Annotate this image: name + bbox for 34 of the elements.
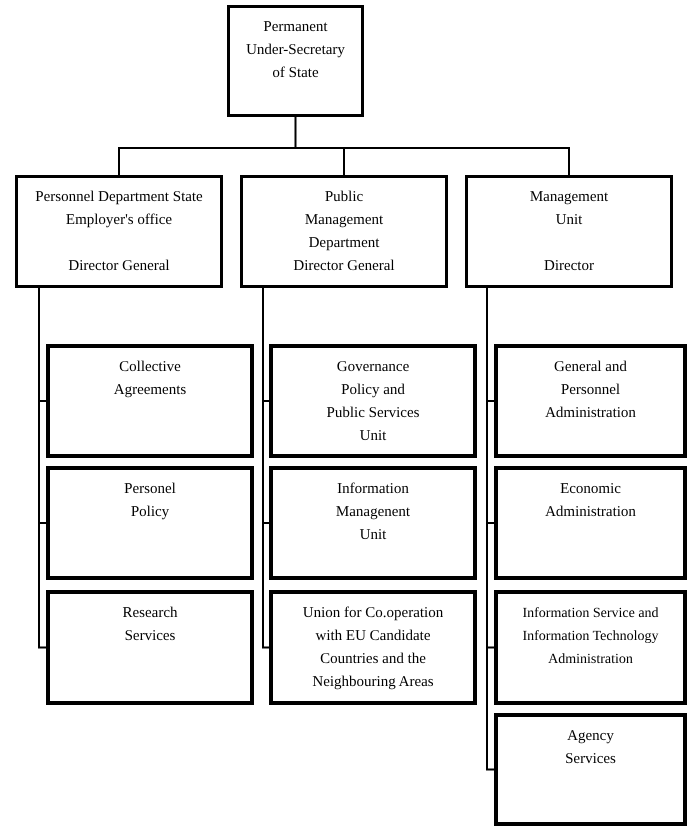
unit-name: Permanent Under-Secretary of State <box>245 18 346 83</box>
connector-line <box>262 288 269 648</box>
connector-line <box>38 288 46 648</box>
unit-box <box>46 466 254 580</box>
unit-name: Collective Agreements <box>112 358 188 400</box>
connector-line <box>294 117 570 175</box>
top-position-box <box>227 5 364 117</box>
unit-name: Personnel Department State Employer's office <box>34 188 204 230</box>
unit-name: Agency Services <box>564 727 617 769</box>
unit-name: Public Management Department <box>304 188 384 253</box>
unit-box <box>46 344 254 458</box>
unit-box <box>494 344 687 458</box>
unit-box <box>240 175 448 288</box>
unit-name: Governance Policy and Public Services Unit <box>326 358 420 446</box>
unit-box <box>494 466 687 580</box>
unit-name: Union for Co.operation with EU Candidate Countries and the Neighbouring Areas <box>302 604 444 692</box>
position-title: Director <box>543 257 595 276</box>
unit-box <box>269 466 477 580</box>
unit-box <box>46 590 254 705</box>
unit-box <box>269 344 477 458</box>
unit-name: Economic Administration <box>544 480 637 522</box>
unit-box <box>494 713 687 826</box>
unit-box <box>465 175 673 288</box>
unit-name: Research Services <box>122 604 178 646</box>
unit-box <box>269 590 477 705</box>
unit-name: Information Managenent Unit <box>334 480 412 545</box>
position-title: Director General <box>292 257 396 276</box>
unit-name: Management Unit <box>528 188 610 230</box>
unit-name: Personel Policy <box>123 480 177 522</box>
unit-box <box>494 590 687 705</box>
unit-box <box>15 175 223 288</box>
unit-name: Information Service and Information Technology Administration <box>521 605 660 669</box>
unit-name: General and Personnel Administration <box>544 358 637 423</box>
position-title: Director General <box>67 257 171 276</box>
